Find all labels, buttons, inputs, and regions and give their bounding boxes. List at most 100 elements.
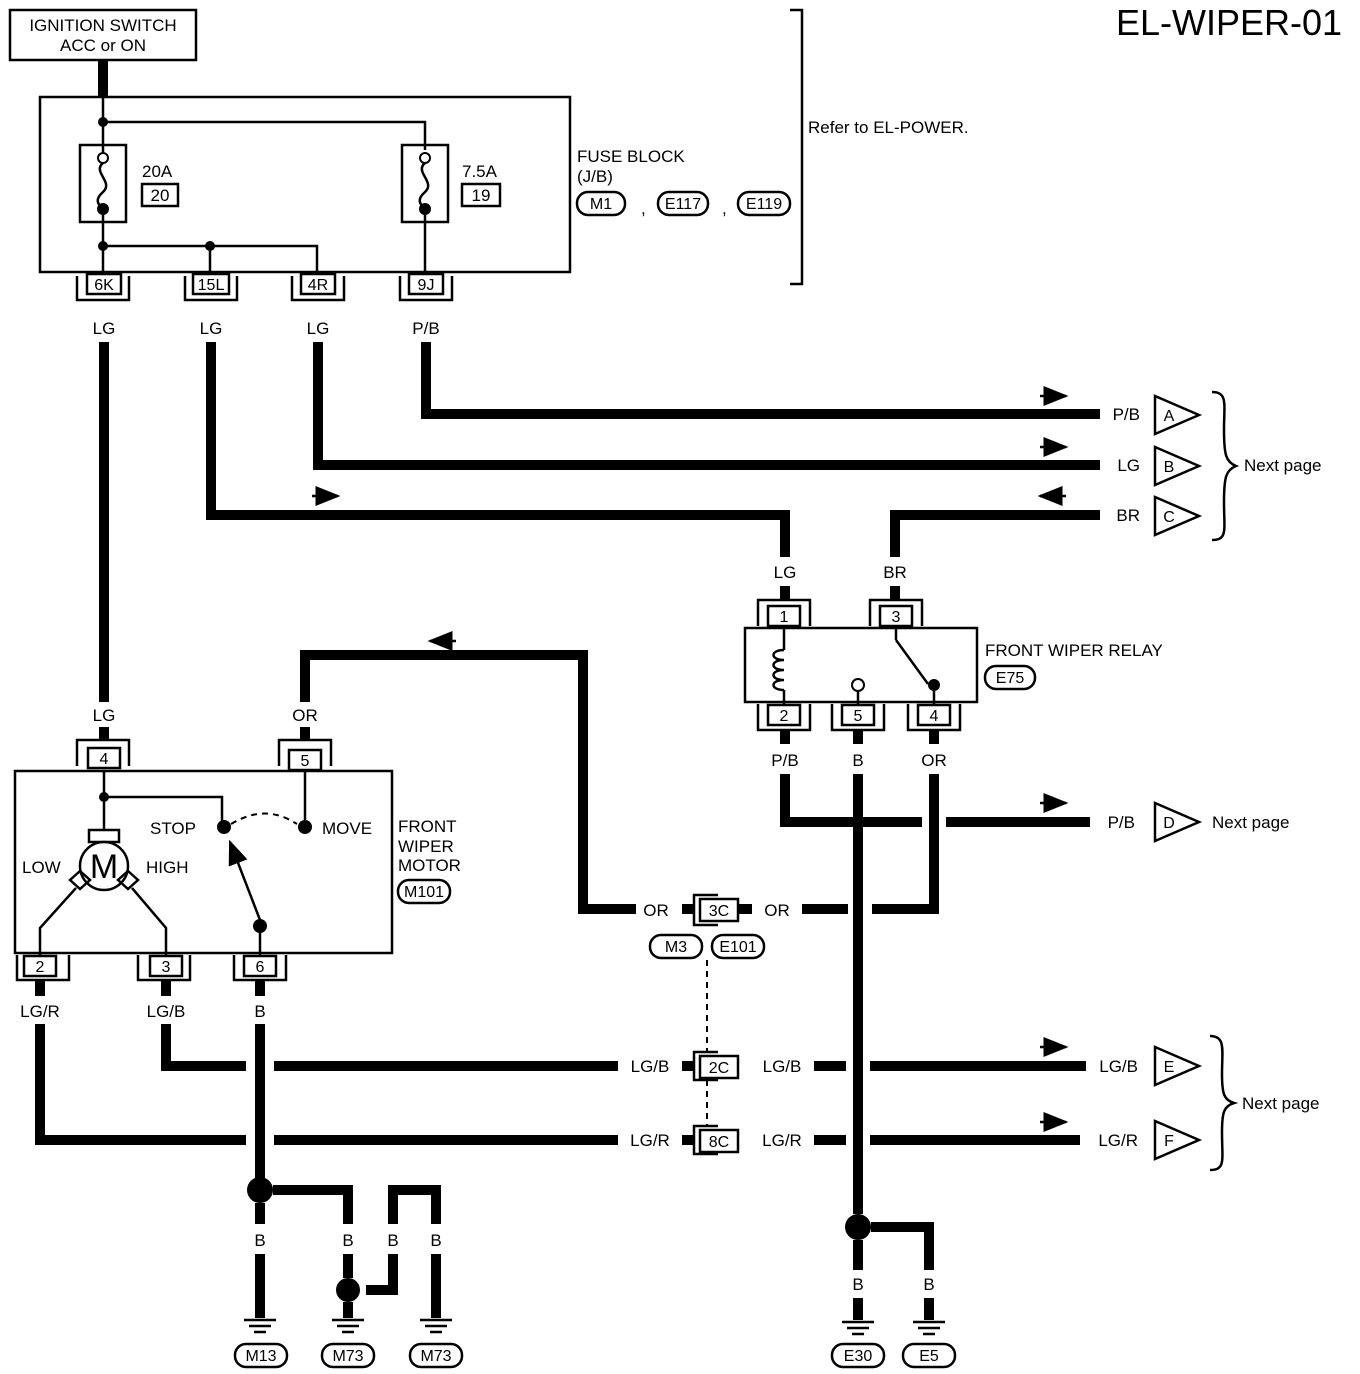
wire-br-from-c	[890, 510, 1100, 557]
wire-ground-e5	[871, 1222, 934, 1270]
svg-text:3: 3	[162, 959, 171, 976]
junction-connector-e101	[710, 933, 766, 960]
wire-lg-to-relay	[206, 342, 790, 557]
output-b: LG B	[1117, 445, 1203, 487]
output-d: P/B D	[1108, 801, 1203, 843]
motor-wire-or: OR	[292, 706, 318, 725]
svg-text:P/B: P/B	[1108, 813, 1135, 832]
fuse-block-connector-3-label: E119	[746, 196, 782, 213]
svg-text:M3: M3	[665, 939, 687, 956]
motor-wire-lgr: LG/R	[20, 1002, 60, 1021]
next-page-brace-ef	[1209, 1034, 1239, 1172]
fuse-block-connector-2-label: E117	[665, 196, 701, 213]
next-page-label-abc: Next page	[1244, 456, 1322, 475]
motor-connector-label: M101	[404, 884, 444, 901]
relay-name: FRONT WIPER RELAY	[985, 641, 1163, 660]
svg-text:E101: E101	[719, 939, 756, 956]
ignition-switch-mode: ACC or ON	[60, 36, 146, 55]
svg-text:BR: BR	[1116, 506, 1140, 525]
fuse2-number: 19	[472, 186, 491, 205]
junction-pin-8c: 8C	[692, 1124, 740, 1156]
next-page-label-ef: Next page	[1242, 1094, 1320, 1113]
svg-text:8C: 8C	[709, 1134, 729, 1151]
fuse-terminal-4r: 4R	[290, 272, 346, 302]
wire-pb-to-a	[421, 342, 1100, 419]
fuse2-number-box	[460, 182, 502, 208]
ground-symbol-m73a: M73	[320, 1318, 376, 1369]
motor-symbol-label: M	[90, 848, 118, 886]
svg-text:E5: E5	[919, 1348, 939, 1365]
wire-color-9j: P/B	[412, 319, 439, 338]
fuse1-number: 20	[151, 186, 170, 205]
ground-symbol-e30: E30	[830, 1320, 886, 1369]
motor-name-3: MOTOR	[398, 856, 461, 875]
motor-move-label: MOVE	[322, 819, 372, 838]
svg-text:E30: E30	[844, 1348, 873, 1365]
relay-coil	[772, 648, 785, 692]
junction-pin-3c: 3C	[692, 893, 740, 927]
svg-text:M73: M73	[332, 1348, 363, 1365]
relay-wire-or: OR	[921, 751, 947, 770]
motor-pin-4: 4	[75, 738, 131, 770]
ground-wire-b-1: B	[254, 1231, 265, 1250]
svg-text:3C: 3C	[709, 903, 729, 920]
output-f: LG/R F	[1098, 1119, 1203, 1161]
svg-text:M73: M73	[420, 1348, 451, 1365]
ground-wire-b-6: B	[923, 1275, 934, 1294]
wire-or-motor	[300, 650, 636, 914]
ground-symbol-e5: E5	[901, 1320, 957, 1369]
refer-bracket	[790, 8, 804, 286]
svg-text:LG/B: LG/B	[1099, 1057, 1138, 1076]
ground-wire-b-4: B	[430, 1231, 441, 1250]
svg-text:D: D	[1163, 815, 1175, 832]
motor-connector	[396, 878, 452, 905]
svg-text:M13: M13	[245, 1348, 276, 1365]
junction-or-left: OR	[643, 901, 669, 920]
wire-color-4r: LG	[307, 319, 330, 338]
svg-text:6K: 6K	[94, 277, 114, 294]
next-page-brace-abc	[1211, 390, 1240, 542]
motor-pin-6: 6	[232, 954, 288, 982]
connector-separator-2: ,	[722, 199, 727, 218]
fuse-block-connector-1-label: M1	[590, 196, 612, 213]
park-switch-arm	[228, 839, 262, 921]
wire-lg-to-b	[313, 342, 1100, 470]
connector-separator-1: ,	[641, 199, 646, 218]
output-c: BR C	[1116, 495, 1203, 537]
next-page-label-d: Next page	[1212, 813, 1290, 832]
motor-stop-label: STOP	[150, 819, 196, 838]
relay-connector-label: E75	[996, 670, 1025, 687]
relay-pin-3: 3	[868, 598, 924, 628]
junction-lgb-right: LG/B	[763, 1057, 802, 1076]
motor-wire-lg: LG	[93, 706, 116, 725]
motor-high-label: HIGH	[146, 858, 189, 877]
fuse-block-connector-1	[575, 190, 627, 217]
wire-or-relay-1	[872, 774, 939, 914]
motor-low-label: LOW	[22, 858, 61, 877]
svg-text:6: 6	[256, 959, 265, 976]
relay-pin-4: 4	[906, 703, 962, 732]
wire-pb-to-d-1	[780, 774, 922, 827]
ground-wire-b-2: B	[342, 1231, 353, 1250]
motor-pin-2: 2	[15, 954, 71, 982]
svg-text:2: 2	[36, 959, 45, 976]
junction-connector-m3	[648, 933, 704, 960]
relay-switch-arm	[894, 639, 930, 685]
refer-note: Refer to EL-POWER.	[808, 118, 969, 137]
wire-lgb-1	[161, 1024, 246, 1071]
fuse-block-name: FUSE BLOCK	[577, 147, 685, 166]
relay-pin-2: 2	[756, 703, 812, 732]
wire-lgr-1	[35, 1024, 246, 1145]
wire-ground-m73b	[388, 1185, 441, 1224]
front-wiper-motor	[13, 769, 394, 955]
fuse2-amps: 7.5A	[462, 162, 498, 181]
svg-text:C: C	[1163, 509, 1175, 526]
relay-pin-1: 1	[756, 598, 812, 628]
junction-pin-2c: 2C	[692, 1050, 740, 1082]
svg-text:4: 4	[930, 708, 939, 725]
motor-pin-5: 5	[277, 738, 333, 772]
ignition-switch-label: IGNITION SWITCH	[29, 16, 176, 35]
fuse-terminal-6k: 6K	[75, 272, 131, 302]
junction-lgr-right: LG/R	[762, 1131, 802, 1150]
